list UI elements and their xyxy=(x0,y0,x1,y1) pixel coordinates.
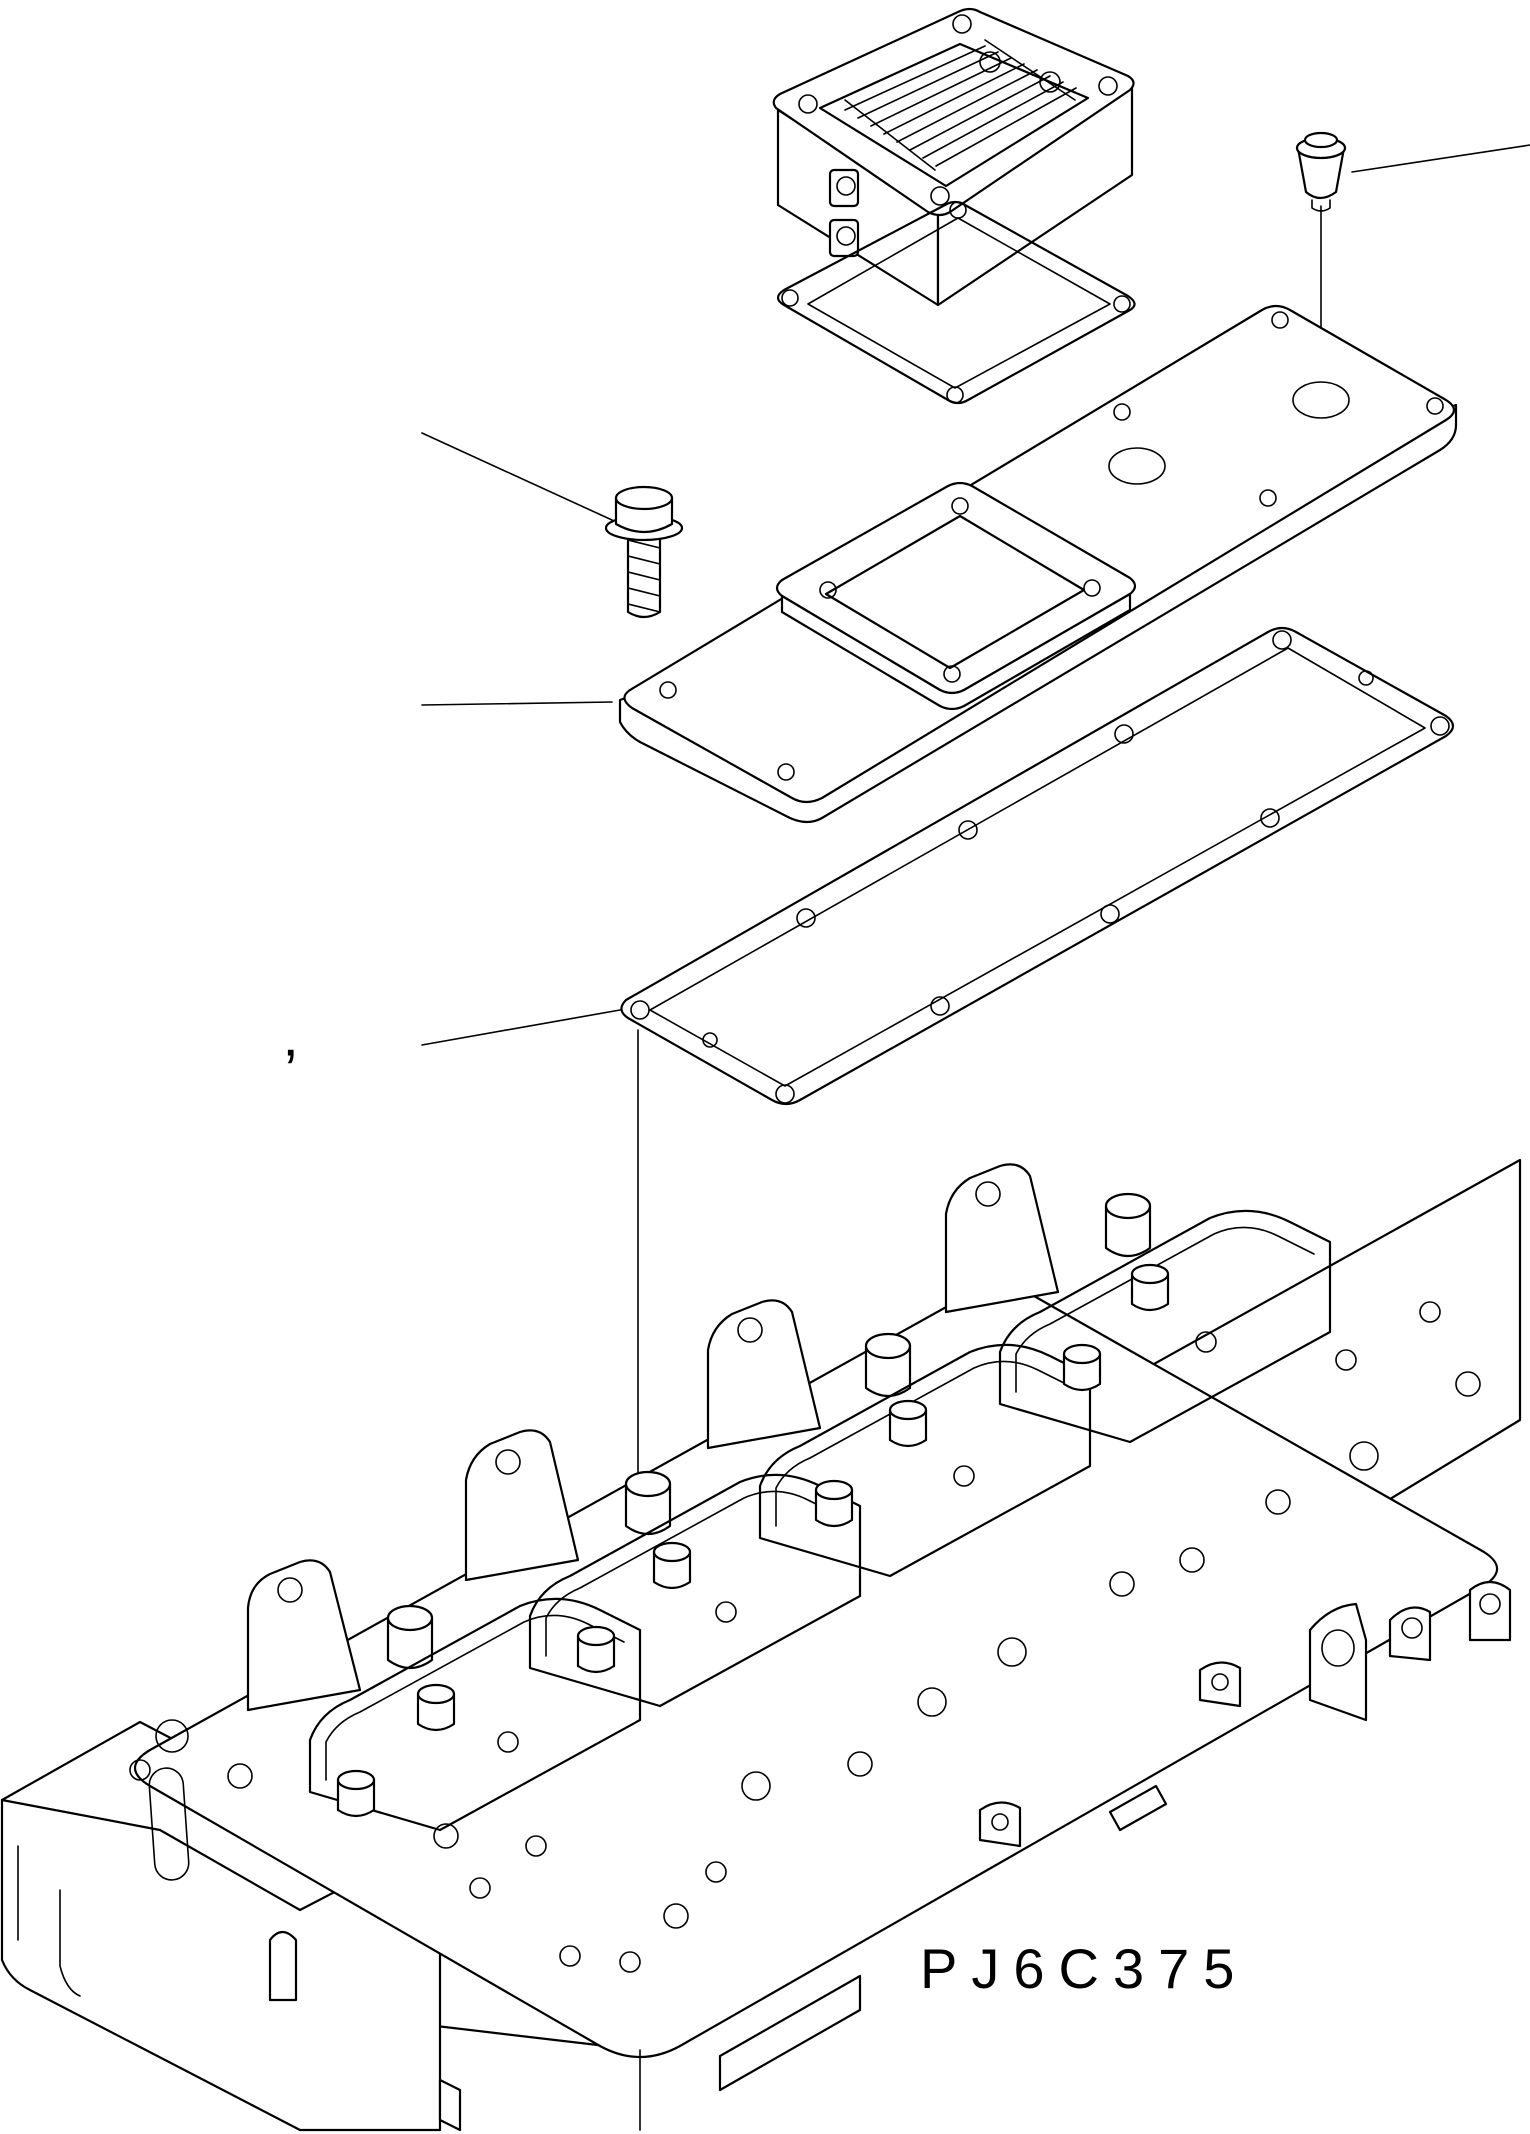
rocker-towers xyxy=(248,1164,1058,1710)
deck-holes xyxy=(130,1302,1480,1972)
flange-bolt xyxy=(606,487,682,617)
intake-cover-gasket xyxy=(621,628,1453,1104)
heater-unit xyxy=(774,9,1134,305)
leader-line-bolt xyxy=(422,433,612,520)
rubber-plug xyxy=(1297,133,1345,211)
valve-stems xyxy=(338,1265,1168,1816)
cylinder-head xyxy=(2,1160,1520,2130)
leader-line-gasket xyxy=(422,1010,620,1045)
heater-gasket xyxy=(778,202,1135,403)
stray-mark: ’ xyxy=(284,1037,298,1104)
heater-fins xyxy=(845,40,1076,170)
leader-line-plug xyxy=(1352,145,1530,172)
leader-line-cover xyxy=(422,702,612,705)
head-side-features xyxy=(2,1160,1520,2130)
gasket-bolt-holes xyxy=(631,631,1449,1103)
figure-code: PJ6C375 xyxy=(920,1937,1249,2000)
intake-cover-plate xyxy=(620,306,1456,822)
head-bosses xyxy=(388,1194,1150,1668)
